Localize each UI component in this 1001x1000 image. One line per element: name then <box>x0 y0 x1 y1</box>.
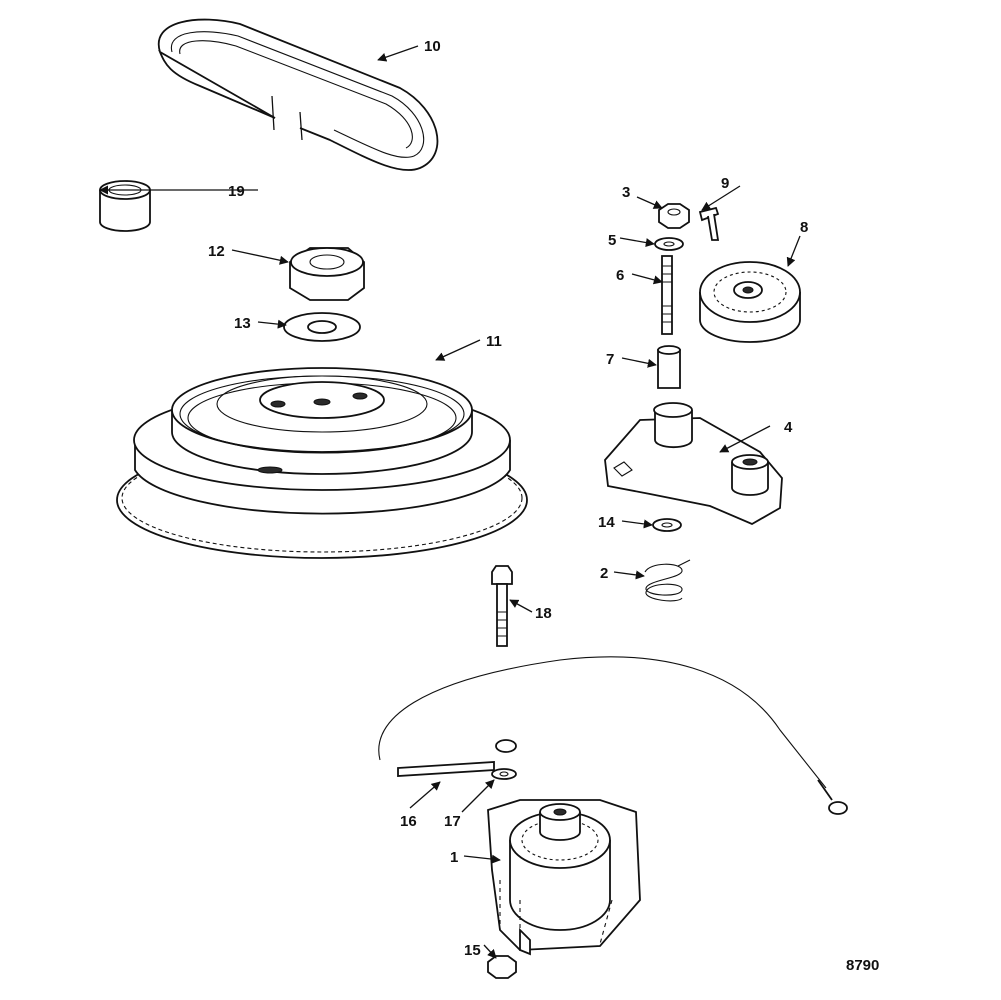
callout-16: 16 <box>400 813 417 830</box>
washer-large-part <box>283 312 361 342</box>
callout-9: 9 <box>721 175 729 192</box>
cable-part <box>378 656 848 815</box>
callout-13: 13 <box>234 315 251 332</box>
long-bolt-part <box>491 565 513 647</box>
hex-nut-large-part <box>289 247 365 301</box>
tensioner-bracket-part <box>604 402 783 526</box>
callout-17: 17 <box>444 813 461 830</box>
spacer-part <box>657 345 681 389</box>
callout-12: 12 <box>208 243 225 260</box>
callout-4: 4 <box>784 419 793 436</box>
flywheel-part <box>116 367 528 559</box>
leader-lines <box>99 45 801 959</box>
callout-8: 8 <box>800 219 808 236</box>
alternator-part <box>487 799 641 956</box>
stud-part <box>661 255 673 335</box>
bushing-part <box>99 180 151 232</box>
belt-part <box>157 18 439 172</box>
callout-labels: 10 19 3 9 12 5 8 6 13 11 7 4 14 2 18 16 … <box>208 38 808 959</box>
callout-6: 6 <box>616 267 624 284</box>
hex-nut-small-part <box>658 203 690 229</box>
callout-7: 7 <box>606 351 614 368</box>
callout-1: 1 <box>450 849 458 866</box>
callout-15: 15 <box>464 942 481 959</box>
spring-part <box>644 559 691 602</box>
washer-cable-part <box>491 768 517 780</box>
callout-11: 11 <box>486 333 502 350</box>
washer-tensioner-part <box>652 518 682 532</box>
callout-14: 14 <box>598 514 615 531</box>
callout-3: 3 <box>622 184 630 201</box>
callout-19: 19 <box>228 183 245 200</box>
callout-5: 5 <box>608 232 616 249</box>
bolt-small-part <box>698 206 720 241</box>
alternator-nut-part <box>487 955 517 979</box>
callout-2: 2 <box>600 565 608 582</box>
callout-10: 10 <box>424 38 441 55</box>
idler-pulley-part <box>699 261 801 343</box>
washer-small-part <box>654 237 684 251</box>
callout-18: 18 <box>535 605 552 622</box>
figure-id: 8790 <box>846 957 879 974</box>
